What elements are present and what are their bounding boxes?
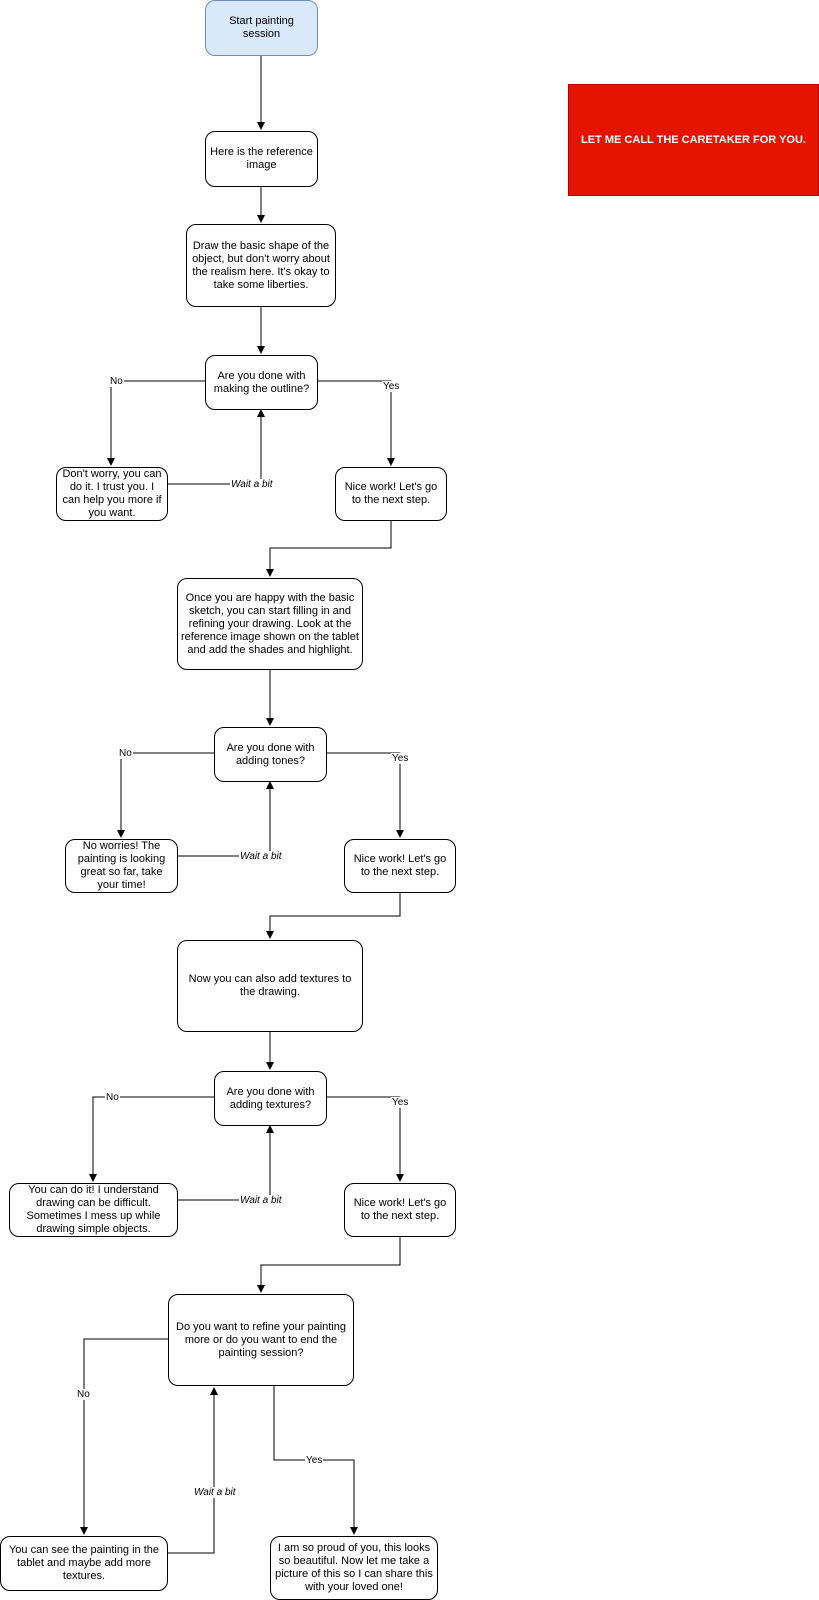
yes-tones-node[interactable]: Nice work! Let's go to the next step. [344,839,456,893]
edge-label-wait: Wait a bit [239,1195,283,1206]
edge-q-end-no [80,1338,168,1535]
edge-label-wait: Wait a bit [239,851,283,862]
refine-node[interactable]: Once you are happy with the basic sketch… [177,578,363,670]
edge-label-no: No [105,1092,120,1103]
edge-q-textures-no [89,1096,214,1182]
edge-yes-outline-refine [266,521,392,577]
no-tones-node[interactable]: No worries! The painting is looking grea… [65,839,178,893]
edge-no-tones-wait [178,781,274,857]
edge-label-wait: Wait a bit [230,479,274,490]
edge-q-textures-yes [327,1096,404,1182]
no-textures-node[interactable]: You can do it! I understand drawing can … [9,1183,178,1237]
basic-shape-node[interactable]: Draw the basic shape of the object, but … [186,224,336,307]
no-end-node[interactable]: You can see the painting in the tablet a… [0,1536,168,1591]
yes-textures-node[interactable]: Nice work! Let's go to the next step. [344,1183,456,1237]
yes-outline-node[interactable]: Nice work! Let's go to the next step. [335,467,447,521]
edge-no-end-wait [168,1387,218,1554]
edge-label-no: No [109,376,124,387]
question-textures-node[interactable]: Are you done with adding textures? [214,1071,327,1126]
question-end-node[interactable]: Do you want to refine your painting more… [168,1294,354,1386]
edge-q-outline-yes [318,380,395,466]
edge-label-no: No [118,748,133,759]
caretaker-alert-box[interactable]: LET ME CALL THE CARETAKER FOR YOU. [568,84,819,196]
textures-node[interactable]: Now you can also add textures to the dra… [177,940,363,1032]
edge-label-yes: Yes [391,753,410,764]
edge-label-no: No [76,1389,91,1400]
edge-yes-tones-textures [266,893,401,939]
yes-end-node[interactable]: I am so proud of you, this looks so beau… [270,1536,438,1600]
edge-label-wait: Wait a bit [193,1487,237,1498]
question-outline-node[interactable]: Are you done with making the outline? [205,355,318,410]
start-node[interactable]: Start painting session [205,0,318,56]
edge-label-yes: Yes [305,1455,324,1466]
edge-yes-textures-q-end [257,1237,401,1293]
edge-no-outline-wait [168,409,265,485]
no-outline-node[interactable]: Don't worry, you can do it. I trust you.… [56,467,168,521]
edge-q-outline-no [107,380,205,466]
question-tones-node[interactable]: Are you done with adding tones? [214,727,327,782]
edge-q-tones-yes [327,752,404,838]
reference-image-node[interactable]: Here is the reference image [205,131,318,187]
edge-label-yes: Yes [391,1097,410,1108]
edge-q-tones-no [117,752,214,838]
edge-label-yes: Yes [382,381,401,392]
edge-no-textures-wait [178,1125,274,1201]
